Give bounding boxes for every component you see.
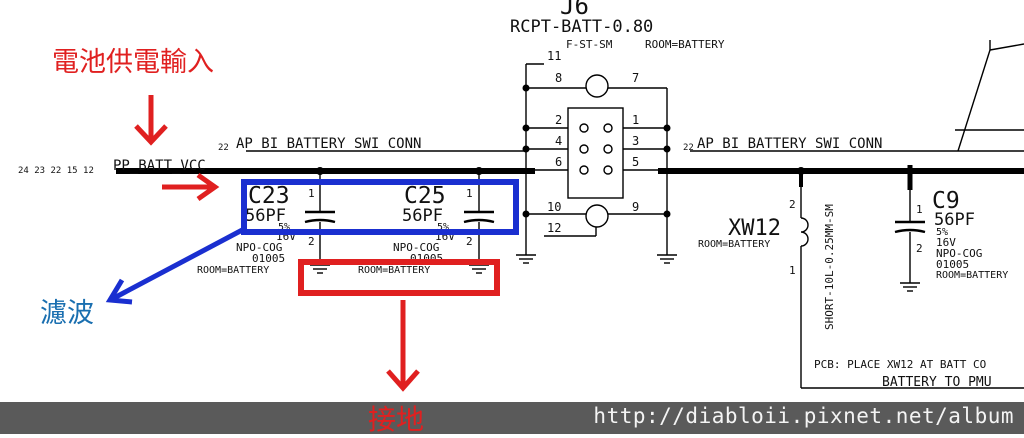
c9-value: 56PF bbox=[934, 210, 975, 230]
c25-pin1: 1 bbox=[466, 187, 473, 200]
net-right-sheet: 22 bbox=[683, 143, 694, 153]
svg-text:3: 3 bbox=[632, 134, 639, 148]
connector-part: RCPT-BATT-0.80 bbox=[510, 17, 653, 37]
xw12-room: ROOM=BATTERY bbox=[698, 239, 770, 250]
net-left-label: AP BI BATTERY SWI CONN bbox=[236, 136, 421, 152]
connector-pin-numbers: 11 8 7 2 1 4 3 6 5 10 9 12 bbox=[547, 49, 639, 235]
connector-ref: J6 bbox=[560, 0, 589, 20]
c23-tol: 5% bbox=[278, 222, 290, 233]
svg-text:1: 1 bbox=[632, 113, 639, 127]
c23-value: 56PF bbox=[245, 206, 286, 226]
svg-text:6: 6 bbox=[555, 155, 562, 169]
c9-volt: 16V bbox=[936, 236, 956, 249]
annotation-filter: 濾波 bbox=[40, 298, 94, 329]
connector-j6-body bbox=[516, 63, 677, 264]
watermark-url: http://diabloii.pixnet.net/album bbox=[593, 404, 1014, 428]
xw12-pin-top: 2 bbox=[789, 198, 796, 211]
pmu-note: BATTERY TO PMU bbox=[882, 375, 992, 390]
c25-tol: 5% bbox=[437, 222, 449, 233]
net-right-label: AP BI BATTERY SWI CONN bbox=[697, 136, 882, 152]
connector-footprint: F-ST-SM bbox=[566, 38, 613, 51]
xw12-pin-bot: 1 bbox=[789, 264, 796, 277]
short-xw12 bbox=[797, 167, 1024, 389]
c9-pin1: 1 bbox=[916, 203, 923, 216]
c9-pin2: 2 bbox=[916, 242, 923, 255]
svg-text:2: 2 bbox=[555, 113, 562, 127]
annotation-ground: 接地 bbox=[368, 403, 425, 436]
c23-room: ROOM=BATTERY bbox=[197, 265, 269, 276]
net-left-name: PP_BATT_VCC bbox=[113, 158, 206, 174]
svg-text:11: 11 bbox=[547, 49, 561, 63]
ground-highlight-box bbox=[298, 259, 500, 296]
c25-diel: NPO-COG bbox=[393, 241, 439, 254]
svg-text:10: 10 bbox=[547, 200, 561, 214]
net-left-sheet: 22 bbox=[218, 143, 229, 153]
capacitor-c9 bbox=[894, 165, 926, 292]
svg-text:4: 4 bbox=[555, 134, 562, 148]
net-left-pages: 24 23 22 15 12 bbox=[18, 166, 94, 176]
c25-room: ROOM=BATTERY bbox=[358, 265, 430, 276]
xw12-ref: XW12 bbox=[728, 216, 781, 241]
watermark-bar bbox=[0, 402, 1024, 434]
pcb-note: PCB: PLACE XW12 AT BATT CO bbox=[814, 358, 986, 371]
svg-text:5: 5 bbox=[632, 155, 639, 169]
arrow-down-icon bbox=[134, 95, 168, 146]
c23-pin2: 2 bbox=[308, 235, 315, 248]
svg-text:8: 8 bbox=[555, 71, 562, 85]
arrow-right-icon bbox=[162, 172, 220, 202]
c25-pin2: 2 bbox=[466, 235, 473, 248]
connector-room: ROOM=BATTERY bbox=[645, 38, 725, 51]
annotation-power-input: 電池供電輸入 bbox=[52, 47, 214, 78]
filter-arrow-icon bbox=[105, 225, 248, 305]
svg-text:9: 9 bbox=[632, 200, 639, 214]
c9-pkg: 01005 bbox=[936, 258, 969, 271]
c23-pin1: 1 bbox=[308, 187, 315, 200]
c25-ref: C25 bbox=[404, 183, 446, 209]
c9-diel: NPO-COG bbox=[936, 247, 982, 260]
power-bus bbox=[116, 40, 1024, 174]
c23-diel: NPO-COG bbox=[236, 241, 282, 254]
c23-pkg: 01005 bbox=[252, 252, 285, 265]
ground-arrow-icon bbox=[386, 300, 420, 392]
svg-text:7: 7 bbox=[632, 71, 639, 85]
svg-text:12: 12 bbox=[547, 221, 561, 235]
c9-room: ROOM=BATTERY bbox=[936, 270, 1008, 281]
c9-ref: C9 bbox=[932, 188, 960, 214]
c23-ref: C23 bbox=[248, 183, 290, 209]
filter-highlight-box bbox=[241, 179, 519, 235]
c9-tol: 5% bbox=[936, 227, 948, 238]
xw12-part: SHORT-10L-0.25MM-SM bbox=[823, 204, 836, 330]
c25-value: 56PF bbox=[402, 206, 443, 226]
